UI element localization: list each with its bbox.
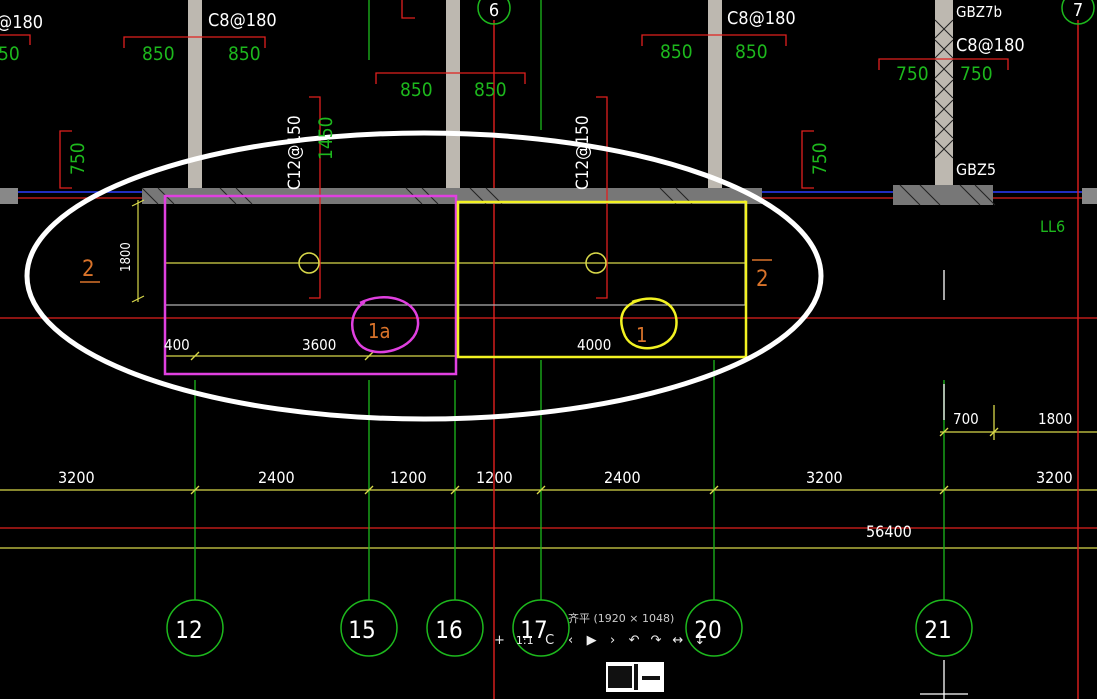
beam-dim-group: 1800 400 3600 4000 700 1800 [119,242,1072,428]
circle-annotation-1 [620,297,678,350]
rebar-label: GBZ5 [956,160,996,179]
beam-height-dim [131,199,145,303]
rebar-label: GBZ7b [956,3,1002,21]
axis-dim-group: 3200 2400 1200 1200 2400 3200 3200 56400 [58,468,1073,541]
annotation-group: 1a 1 [368,319,647,347]
beam-dim: 1800 [119,242,134,272]
axis-dim: 2400 [604,468,641,487]
rebar-brackets [0,0,1009,299]
image-viewer-toolbar: 齐平 (1920 × 1048) + 1:1 C ‹ ▶ › ↶ ↷ ↔ ↕ [490,607,760,657]
fit-height-icon[interactable]: ↕ [694,633,706,648]
beam-circles [298,252,607,274]
top-dim: 850 [228,43,261,65]
actual-size-icon[interactable]: 1:1 [515,634,534,647]
highlight-box-1 [456,200,748,359]
top-dim: 850 [660,41,693,63]
rotate-icon[interactable]: C [545,633,555,648]
axis-dim: 3200 [806,468,843,487]
beam-dim: 4000 [577,336,611,354]
top-dim: 750 [67,142,89,175]
top-dim: 750 [960,63,993,85]
rebar-label: C8@180 [208,10,277,31]
top-dim: 850 [400,79,433,101]
grid-axis-label: 12 [175,616,202,644]
axis-dim: 3200 [1036,468,1073,487]
annotation-label-1a: 1a [368,319,390,343]
white-axis-marks [920,270,968,699]
top-dim: 750 [896,63,929,85]
undo-icon[interactable]: ↶ [628,633,640,648]
grid-axis-label: 21 [924,616,951,644]
axis-dim: 2400 [258,468,295,487]
rebar-label: C8@180 [727,8,796,29]
walls [0,0,1097,205]
rebar-label: C12@150 [573,115,593,190]
grid-axis-label: 17 [520,616,547,644]
section-mark: 2 [756,267,769,292]
section-mark-group: 2 2 [82,257,769,292]
fit-width-icon[interactable]: ↔ [672,633,684,648]
axis-dim: 1200 [476,468,513,487]
next-icon[interactable]: › [610,633,616,648]
top-dim: 850 [142,43,175,65]
grid-axis-labels: 12 15 16 17 20 21 6 7 [175,0,1083,644]
top-dim: 750 [809,142,831,175]
highlight-box-1a [163,194,458,376]
top-dim-group: 50 850 850 850 850 850 850 750 750 750 7… [0,41,993,175]
beam-dim: 700 [953,410,979,428]
viewer-tools: + 1:1 C ‹ ▶ › ↶ ↷ ↔ ↕ [494,633,705,648]
beam-dim: 3600 [302,336,336,354]
grid-axis-label: 6 [489,0,499,21]
rebar-label: LL6 [1040,217,1065,236]
axis-dim: 1200 [390,468,427,487]
top-dim: 50 [0,43,20,65]
rebar-label-group: @180 C8@180 C8@180 GBZ7b C8@180 GBZ5 LL6… [0,3,1065,236]
focus-ellipse [24,130,824,422]
viewer-title: 齐平 (1920 × 1048) [568,612,675,625]
section-mark: 2 [82,257,95,282]
green-grid-lines [194,0,945,600]
grid-axis-label: 20 [694,616,721,644]
top-dim: 850 [474,79,507,101]
zoom-in-icon[interactable]: + [494,633,505,648]
grid-bubbles [166,0,1095,657]
rebar-label: C12@150 [285,115,305,190]
redo-icon[interactable]: ↷ [650,633,662,648]
top-dim: 850 [735,41,768,63]
rebar-label: @180 [0,12,43,33]
grid-axis-label: 7 [1073,0,1083,21]
thumbnail-preview[interactable] [606,662,664,692]
top-dim: 1450 [315,117,337,161]
previous-icon[interactable]: ‹ [568,633,574,648]
grid-axis-label: 16 [435,616,462,644]
dim-ticks [190,351,999,495]
play-icon[interactable]: ▶ [586,633,597,648]
circle-annotation-1a [351,296,420,354]
beam-dim: 1800 [1038,410,1072,428]
rebar-label: C8@180 [956,35,1025,56]
section-mark-lines [80,259,772,283]
annotation-label-1: 1 [636,323,647,347]
grid-axis-label: 15 [348,616,375,644]
total-dim: 56400 [866,522,912,541]
beam-dim: 400 [164,336,190,354]
wall-hatch [141,19,996,206]
axis-dim: 3200 [58,468,95,487]
